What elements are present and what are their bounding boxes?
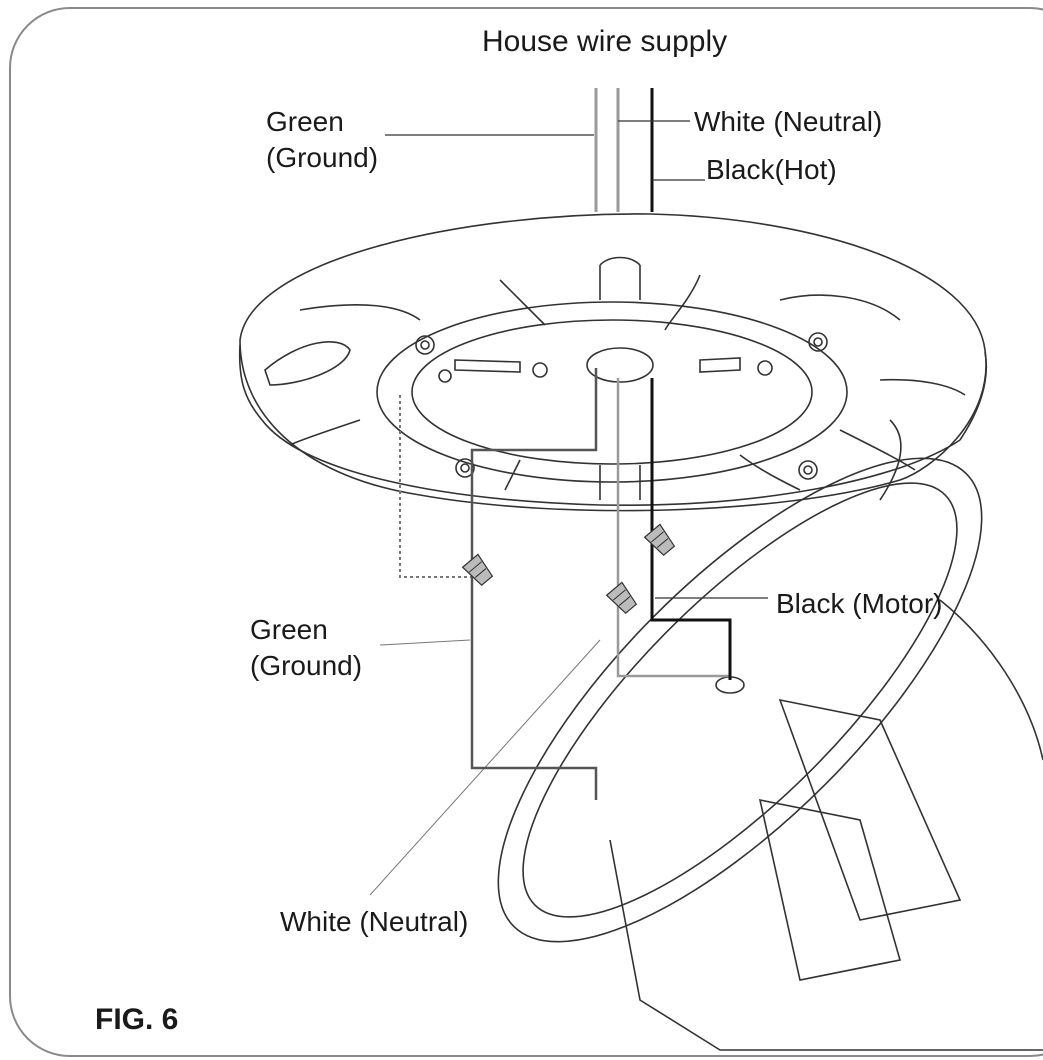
mounting-plate bbox=[238, 213, 988, 512]
label-black-hot: Black(Hot) bbox=[706, 154, 837, 185]
wire-nut-ground bbox=[461, 553, 494, 587]
label-green-ground-bottom-line1: Green bbox=[250, 614, 328, 645]
wire-nut-neutral bbox=[605, 581, 638, 615]
label-white-neutral-top: White (Neutral) bbox=[694, 106, 883, 137]
label-green-ground-top: Green (Ground) bbox=[266, 104, 378, 176]
ground-strap-lead bbox=[399, 395, 472, 578]
diagram-title: House wire supply bbox=[482, 25, 728, 58]
black-hot-wire bbox=[650, 378, 732, 680]
label-green-ground-top-line1: Green bbox=[266, 106, 344, 137]
label-green-ground-top-line2: (Ground) bbox=[266, 142, 379, 173]
motor-housing bbox=[497, 419, 1043, 1051]
label-green-ground-bottom-line2: (Ground) bbox=[250, 650, 363, 681]
wire-nut-hot bbox=[643, 523, 676, 557]
label-black-motor: Black (Motor) bbox=[776, 588, 943, 619]
diagram-frame bbox=[9, 7, 1043, 1057]
green-ground-fan-wire bbox=[470, 468, 598, 800]
green-ground-house-wire bbox=[470, 368, 598, 470]
white-neutral-wire bbox=[616, 378, 730, 678]
label-green-ground-bottom: Green (Ground) bbox=[250, 612, 362, 684]
label-white-neutral-bottom: White (Neutral) bbox=[280, 906, 469, 937]
figure-label: FIG. 6 bbox=[95, 1003, 179, 1036]
